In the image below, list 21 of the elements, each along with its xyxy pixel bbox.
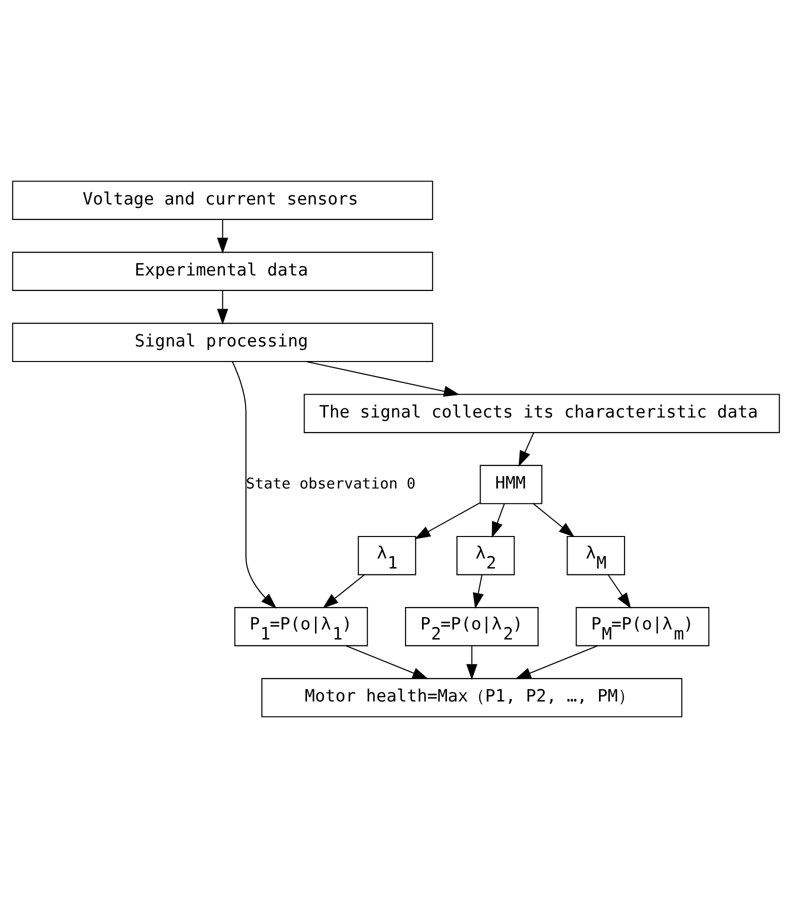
arrow bbox=[346, 644, 428, 679]
arrow bbox=[492, 503, 505, 538]
arrow bbox=[533, 502, 575, 537]
arrow bbox=[217, 290, 228, 324]
arrow bbox=[608, 574, 632, 608]
arrow bbox=[466, 645, 478, 680]
node-box: Signal processing bbox=[12, 322, 434, 362]
arrow bbox=[232, 360, 277, 608]
node-box: The signal collects its characteristic data bbox=[304, 393, 780, 433]
arrow bbox=[472, 574, 484, 608]
node-box: HMM bbox=[480, 464, 542, 504]
arrow bbox=[322, 574, 365, 608]
node-box: Voltage and current sensors bbox=[12, 180, 434, 220]
arrow bbox=[515, 644, 598, 679]
arrow bbox=[414, 502, 480, 539]
edge-label: State observation 0 bbox=[246, 474, 416, 492]
arrow bbox=[518, 432, 534, 466]
arrow bbox=[306, 360, 460, 396]
node-box: Experimental data bbox=[12, 251, 434, 290]
arrow bbox=[217, 219, 228, 254]
node-box: Motor health=Max（P1, P2, …, PM） bbox=[261, 678, 682, 717]
